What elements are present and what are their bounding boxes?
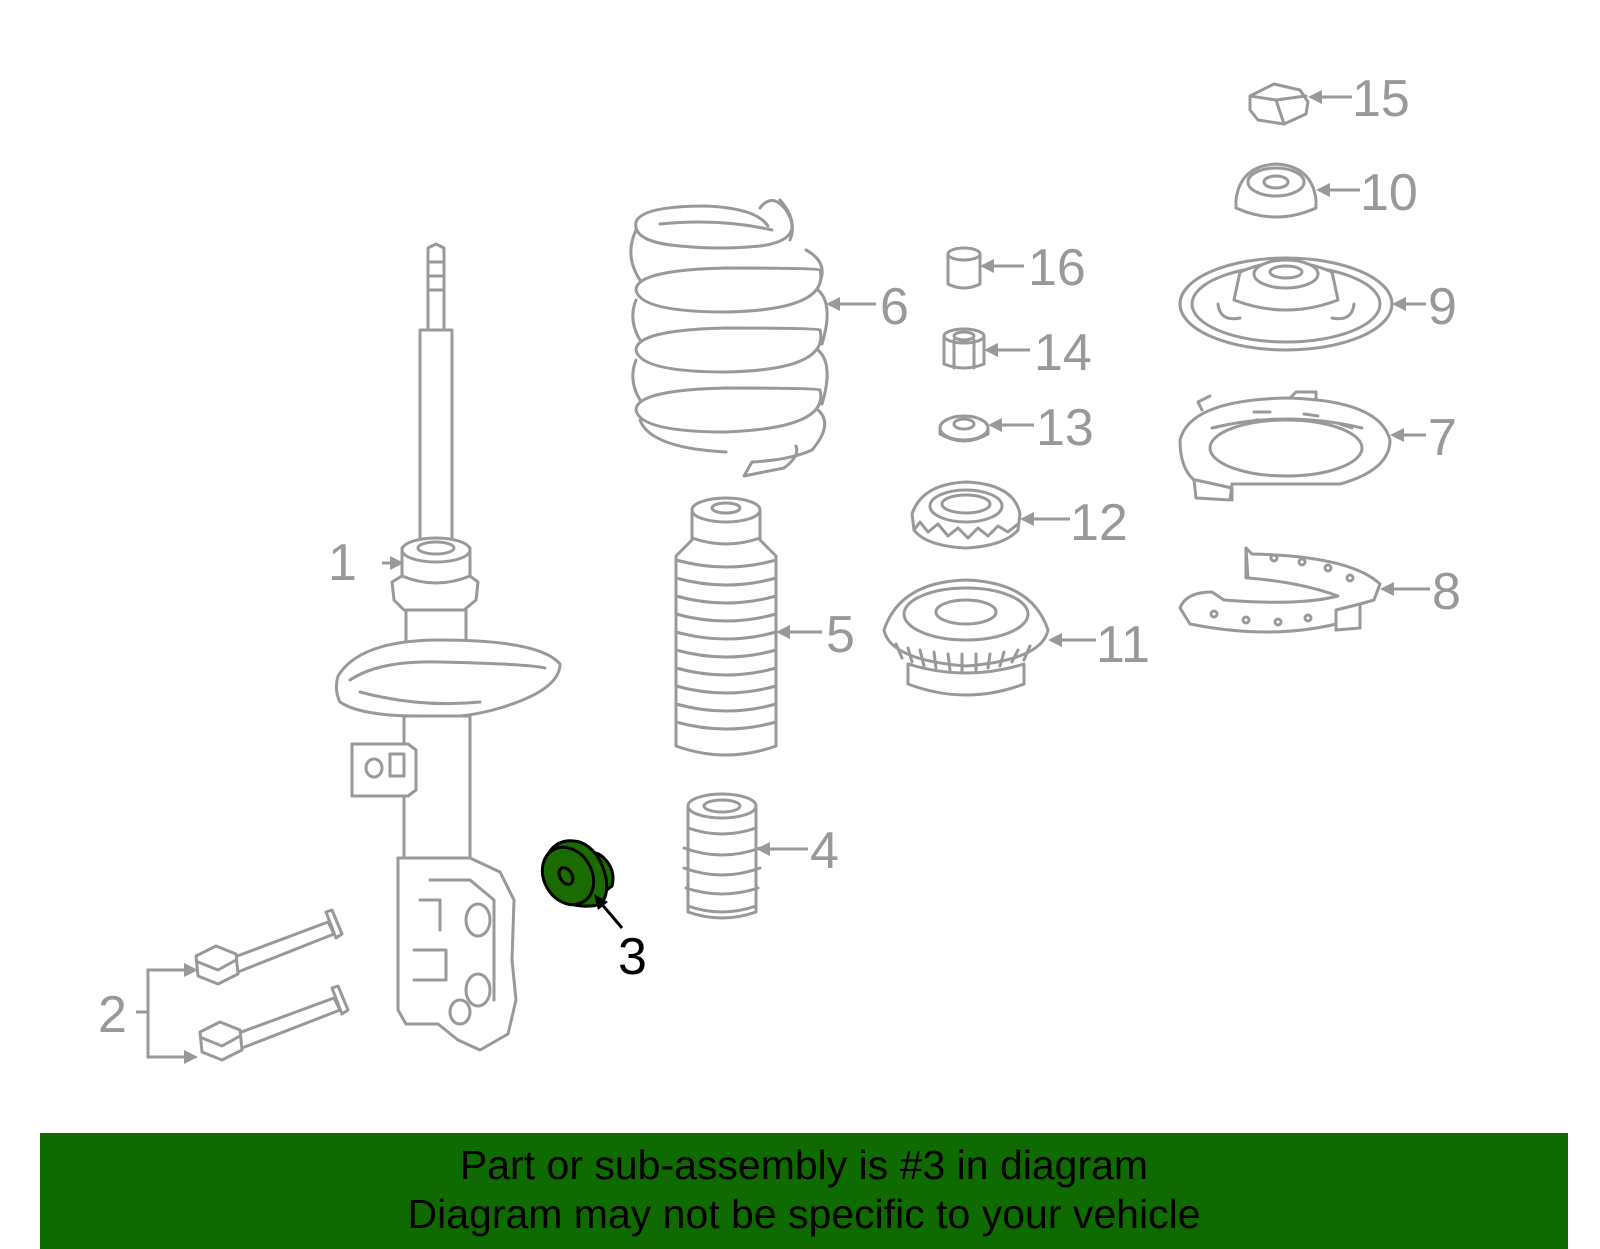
part-16-bushing[interactable] <box>946 246 982 290</box>
part-3-highlighted[interactable] <box>532 838 615 914</box>
callout-14: 14 <box>1034 324 1092 382</box>
banner-line-disclaimer: Diagram may not be specific to your vehi… <box>407 1191 1201 1237</box>
dust-boot[interactable] <box>674 496 778 757</box>
banner-line-part-number: Part or sub-assembly is #3 in diagram <box>459 1142 1149 1188</box>
part-12-seat[interactable] <box>910 480 1022 550</box>
callout-15: 15 <box>1352 70 1410 128</box>
callout-12: 12 <box>1070 494 1128 552</box>
callout-8: 8 <box>1432 563 1461 621</box>
coil-spring[interactable] <box>629 198 829 478</box>
callout-1: 1 <box>328 534 357 592</box>
callout-4: 4 <box>810 822 839 880</box>
part-11-bearing[interactable] <box>882 578 1050 697</box>
part-7-isolator[interactable] <box>1178 390 1392 502</box>
bump-stop[interactable] <box>682 792 762 920</box>
callout-11: 11 <box>1096 616 1150 674</box>
callout-6: 6 <box>880 278 909 336</box>
mounting-bolts[interactable] <box>194 908 350 1062</box>
part-14-bushing[interactable] <box>942 327 986 370</box>
callout-9: 9 <box>1428 278 1457 336</box>
part-8-lower-seat[interactable] <box>1178 546 1382 634</box>
callout-10: 10 <box>1360 164 1418 222</box>
part-10-cap[interactable] <box>1234 162 1318 219</box>
part-9-upper-mount[interactable] <box>1178 256 1394 352</box>
callout-5: 5 <box>826 606 855 664</box>
info-banner: Part or sub-assembly is #3 in diagram Di… <box>40 1133 1568 1249</box>
callout-7: 7 <box>1428 409 1457 467</box>
strut-assembly[interactable] <box>334 242 562 1052</box>
callout-3: 3 <box>618 928 647 986</box>
part-13-washer[interactable] <box>938 414 990 443</box>
part-15-nut[interactable] <box>1248 82 1310 126</box>
callout-16: 16 <box>1028 239 1086 297</box>
callout-13: 13 <box>1036 399 1094 457</box>
callout-2: 2 <box>98 986 127 1044</box>
